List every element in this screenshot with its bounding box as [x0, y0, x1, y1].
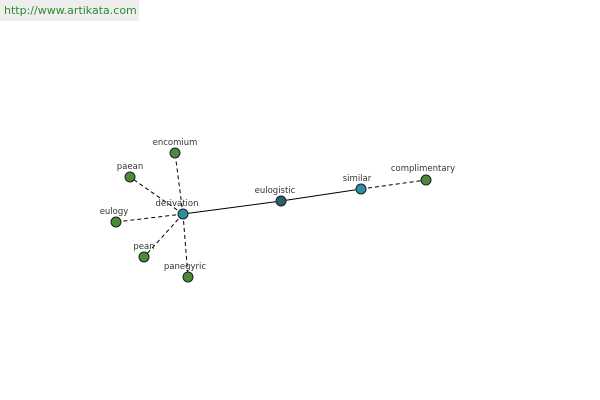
node-paean[interactable] [124, 171, 136, 183]
node-similar[interactable] [355, 183, 367, 195]
edge-derivation-eulogy [115, 213, 184, 223]
labels-layer: eulogistic similar derivation complimentary… [100, 138, 455, 272]
node-label-complimentary: complimentary [391, 164, 455, 174]
node-label-derivation: derivation [155, 199, 198, 209]
site-url-link[interactable]: http://www.artikata.com [0, 0, 139, 21]
node-eulogistic[interactable] [275, 195, 287, 207]
edge-eulogistic-similar [280, 188, 362, 202]
edge-derivation-paean [129, 176, 184, 215]
node-label-paean: paean [117, 162, 143, 172]
edge-eulogistic-derivation [182, 200, 282, 215]
edge-derivation-pean [143, 213, 184, 258]
node-label-encomium: encomium [153, 138, 198, 148]
node-label-similar: similar [343, 174, 372, 184]
nodes-layer [110, 147, 432, 283]
node-label-eulogistic: eulogistic [255, 186, 296, 196]
node-derivation[interactable] [177, 208, 189, 220]
edge-derivation-encomium [174, 152, 184, 215]
node-eulogy[interactable] [110, 216, 122, 228]
edge-derivation-panegyric [182, 213, 189, 278]
edge-similar-complimentary [360, 179, 427, 190]
node-label-panegyric: panegyric [164, 262, 207, 272]
node-label-pean: pean [133, 242, 154, 252]
node-pean[interactable] [138, 251, 150, 263]
node-complimentary[interactable] [420, 174, 432, 186]
node-label-eulogy: eulogy [100, 207, 129, 217]
node-encomium[interactable] [169, 147, 181, 159]
edges-layer [115, 152, 427, 278]
node-panegyric[interactable] [182, 271, 194, 283]
